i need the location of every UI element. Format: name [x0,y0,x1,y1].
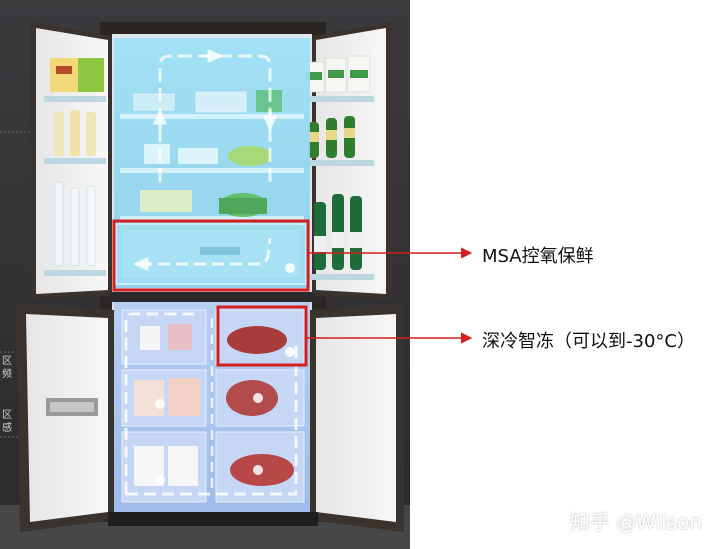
lower-compartment [114,302,310,512]
deep-freeze-label: 深冷智冻（可以到-30°C） [482,331,695,352]
msa-crisper-drawer [115,223,307,285]
msa-highlight-box [112,219,310,292]
left-edge-text-2: 频 [2,369,12,380]
lower-left-door [16,304,114,532]
msa-label: MSA控氧保鲜 [482,246,594,267]
upper-right-door [302,22,392,300]
lower-right-door [310,304,404,532]
zhihu-watermark: 知乎 @Wilson [569,510,702,534]
deep-freeze-highlight-box [216,305,308,367]
left-edge-text-3: 区 [2,410,12,421]
left-edge-text-1: 区 [2,356,12,367]
left-edge-text-4: 感 [2,423,12,434]
upper-left-door [30,22,112,300]
